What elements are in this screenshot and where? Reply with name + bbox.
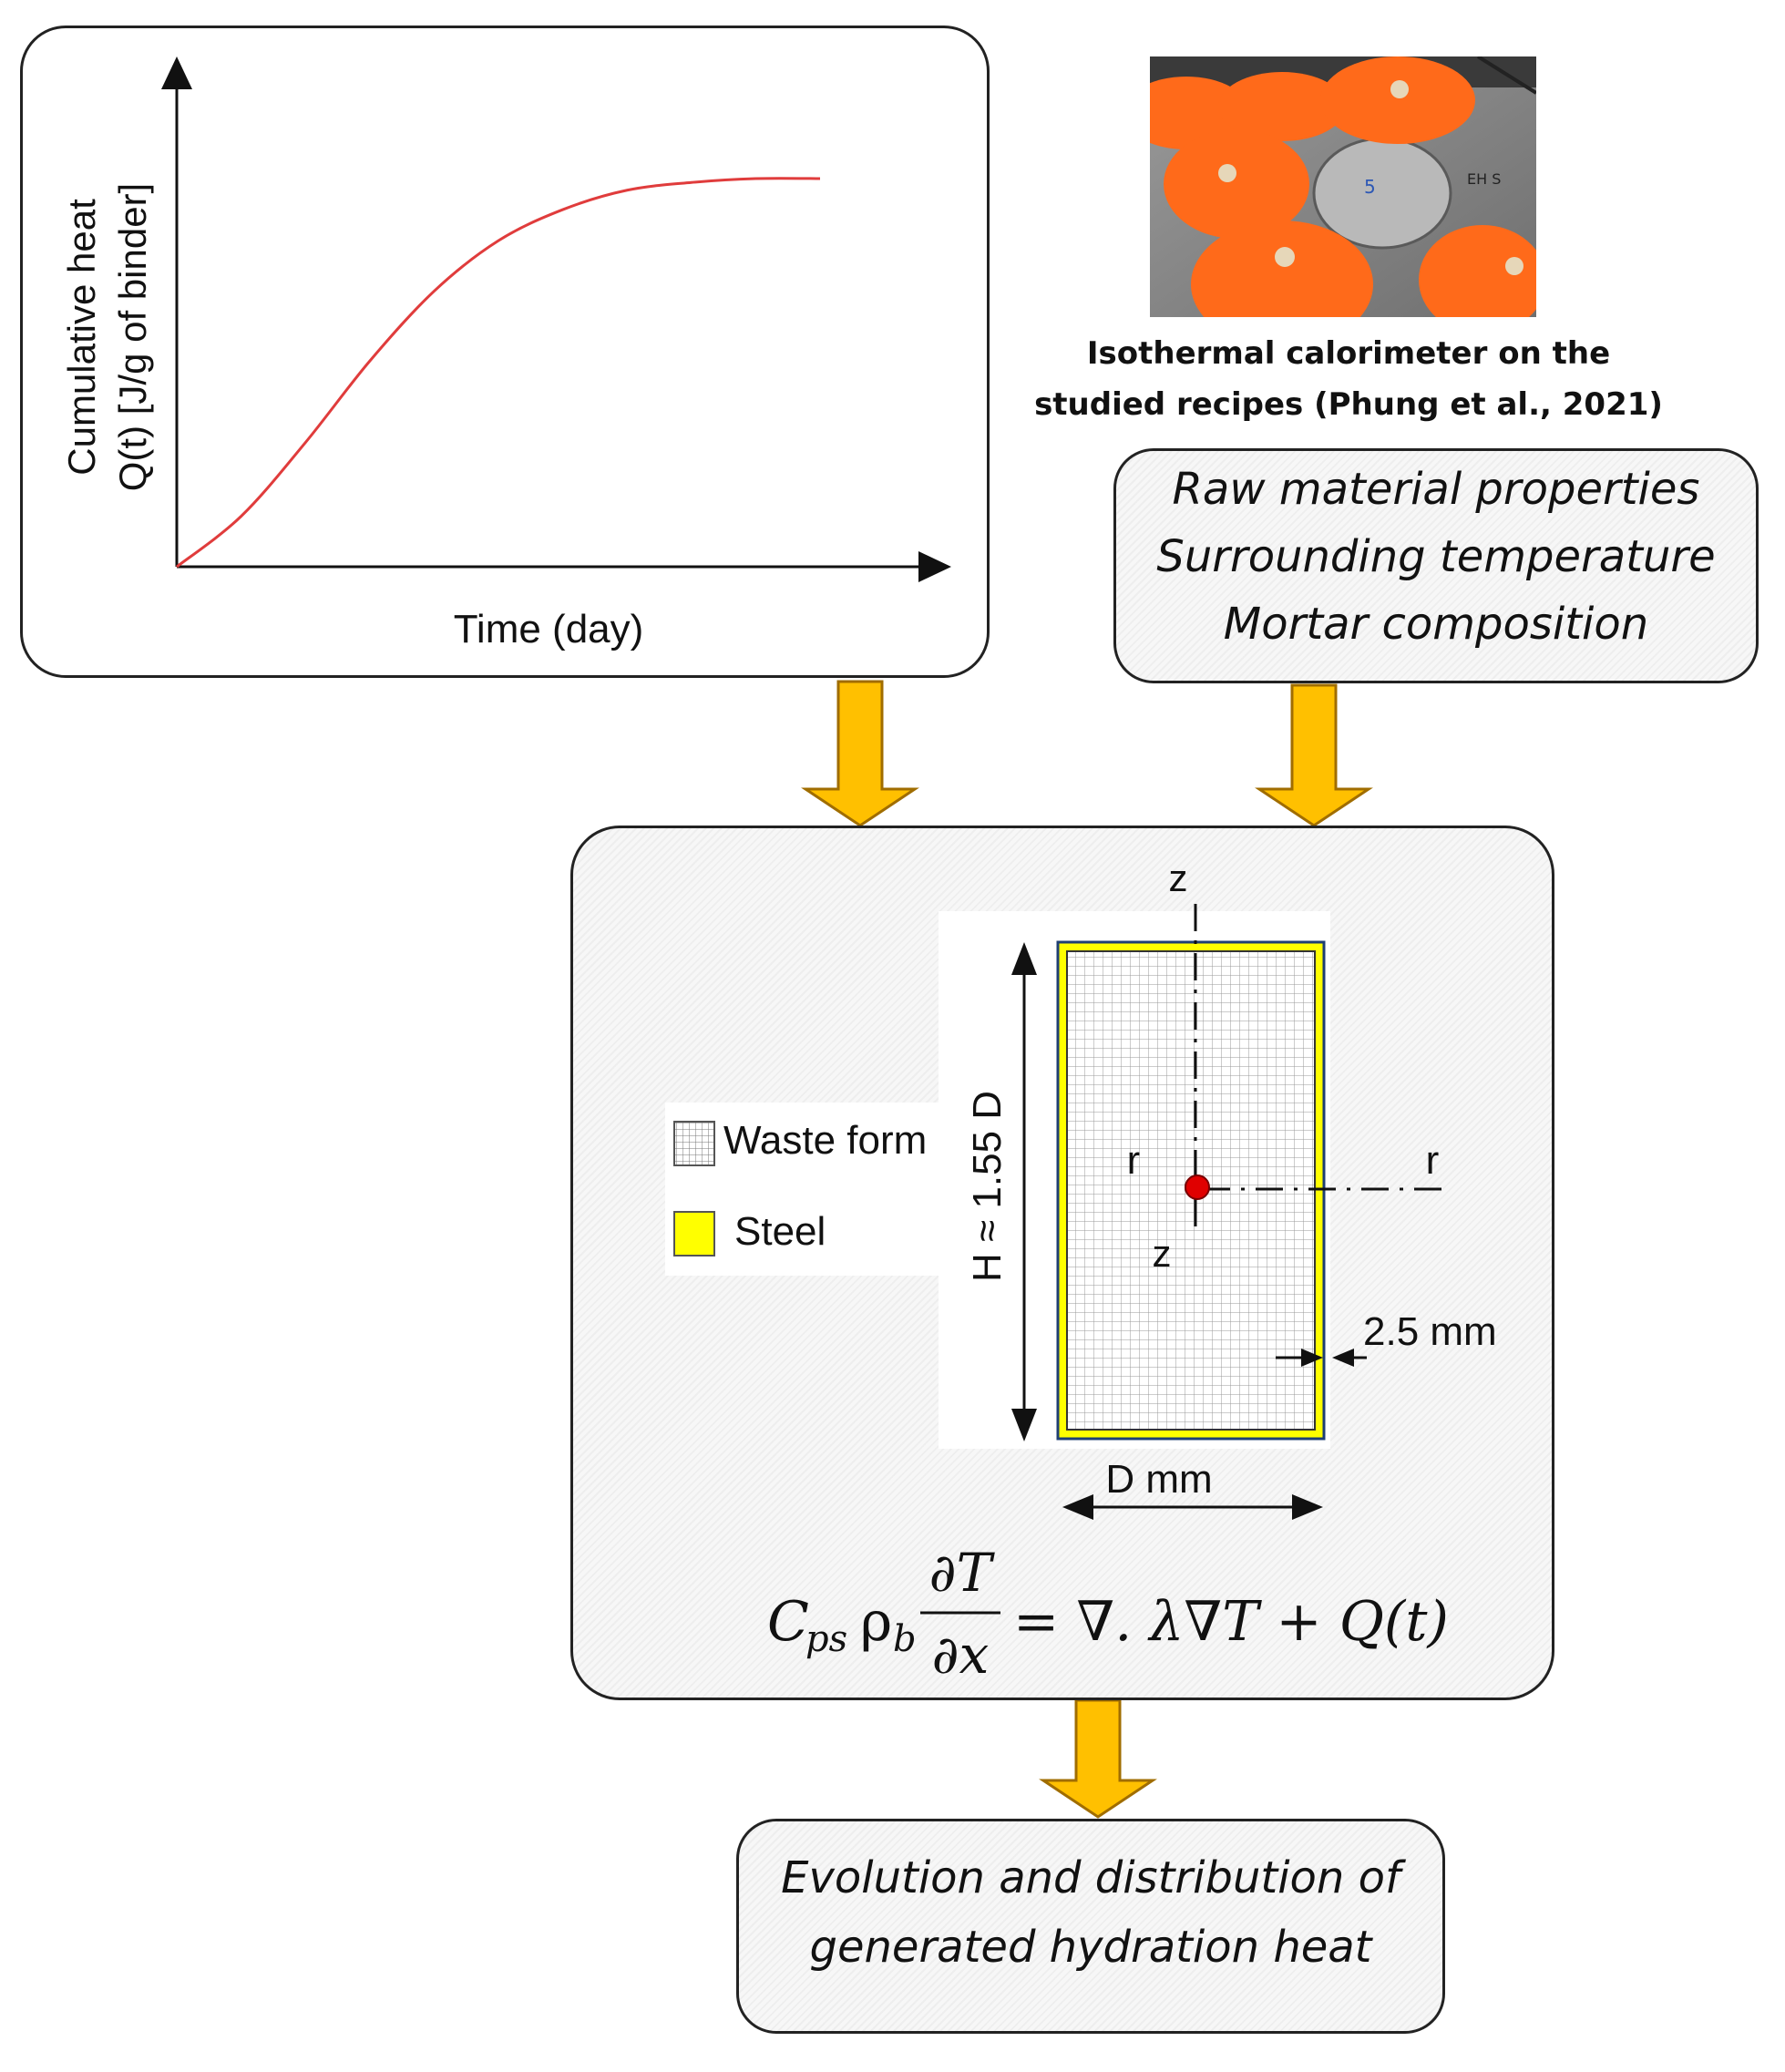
sample-disc — [1320, 56, 1475, 144]
input-surrounding-temperature: Surrounding temperature — [1156, 531, 1716, 582]
model-box — [570, 826, 1554, 1700]
calorimeter-photo: 5 EH S — [1150, 56, 1536, 317]
input-raw-material: Raw material properties — [1172, 464, 1700, 515]
arrow-inputs-to-model — [1255, 683, 1373, 827]
sample-disc — [1191, 221, 1373, 317]
calorimeter-photo-drawing: 5 EH S — [1150, 56, 1536, 317]
arrow-model-to-output — [1039, 1698, 1157, 1819]
arrow-chart-to-model — [801, 680, 919, 827]
output-line2: generated hydration heat — [809, 1922, 1372, 1973]
output-box: Evolution and distribution of generated … — [736, 1819, 1445, 2034]
svg-text:5: 5 — [1364, 176, 1376, 198]
sample-disc — [1218, 72, 1346, 141]
svg-text:EH S: EH S — [1467, 170, 1501, 188]
sample-disc — [1419, 225, 1536, 317]
chart-panel — [20, 26, 990, 678]
sample-disc — [1164, 129, 1309, 239]
photo-caption-line1: Isothermal calorimeter on the — [1086, 335, 1611, 372]
photo-caption-line2: studied recipes (Phung et al., 2021) — [1034, 386, 1663, 423]
inputs-box: Raw material properties Surrounding temp… — [1113, 448, 1759, 683]
input-mortar-composition: Mortar composition — [1223, 599, 1649, 650]
output-line1: Evolution and distribution of — [781, 1852, 1400, 1903]
